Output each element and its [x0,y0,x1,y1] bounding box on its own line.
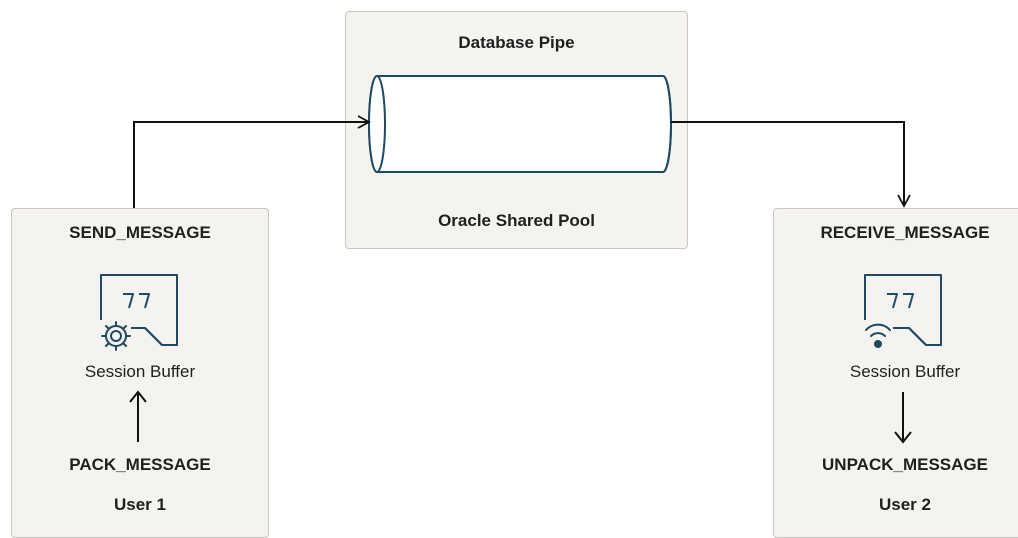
database-pipe-title: Database Pipe [458,33,575,52]
shared-pool-caption: Oracle Shared Pool [438,211,595,230]
send-message-title: SEND_MESSAGE [69,223,211,242]
diagram-overlay [100,75,942,444]
user-2-label: User 2 [879,495,931,514]
receiver-session-buffer-label: Session Buffer [849,362,961,381]
receive-connector-arrow [671,121,911,208]
sender-panel: SEND_MESSAGE Session Buffer PACK_MESSAGE… [11,208,269,538]
message-gear-icon [100,274,178,351]
user-1-label: User 1 [114,495,166,514]
pipe-cylinder-icon [368,75,672,173]
pack-message-label: PACK_MESSAGE [69,455,211,474]
unpack-message-label: UNPACK_MESSAGE [822,455,988,474]
receiver-panel: RECEIVE_MESSAGE Session Buffer UNPACK_ME… [773,208,1018,538]
unpack-arrow [894,392,912,444]
pack-arrow [129,390,147,442]
sender-session-buffer-label: Session Buffer [84,362,196,381]
receive-message-title: RECEIVE_MESSAGE [820,223,990,242]
message-wireless-icon [864,274,942,348]
send-connector-arrow [133,115,371,208]
